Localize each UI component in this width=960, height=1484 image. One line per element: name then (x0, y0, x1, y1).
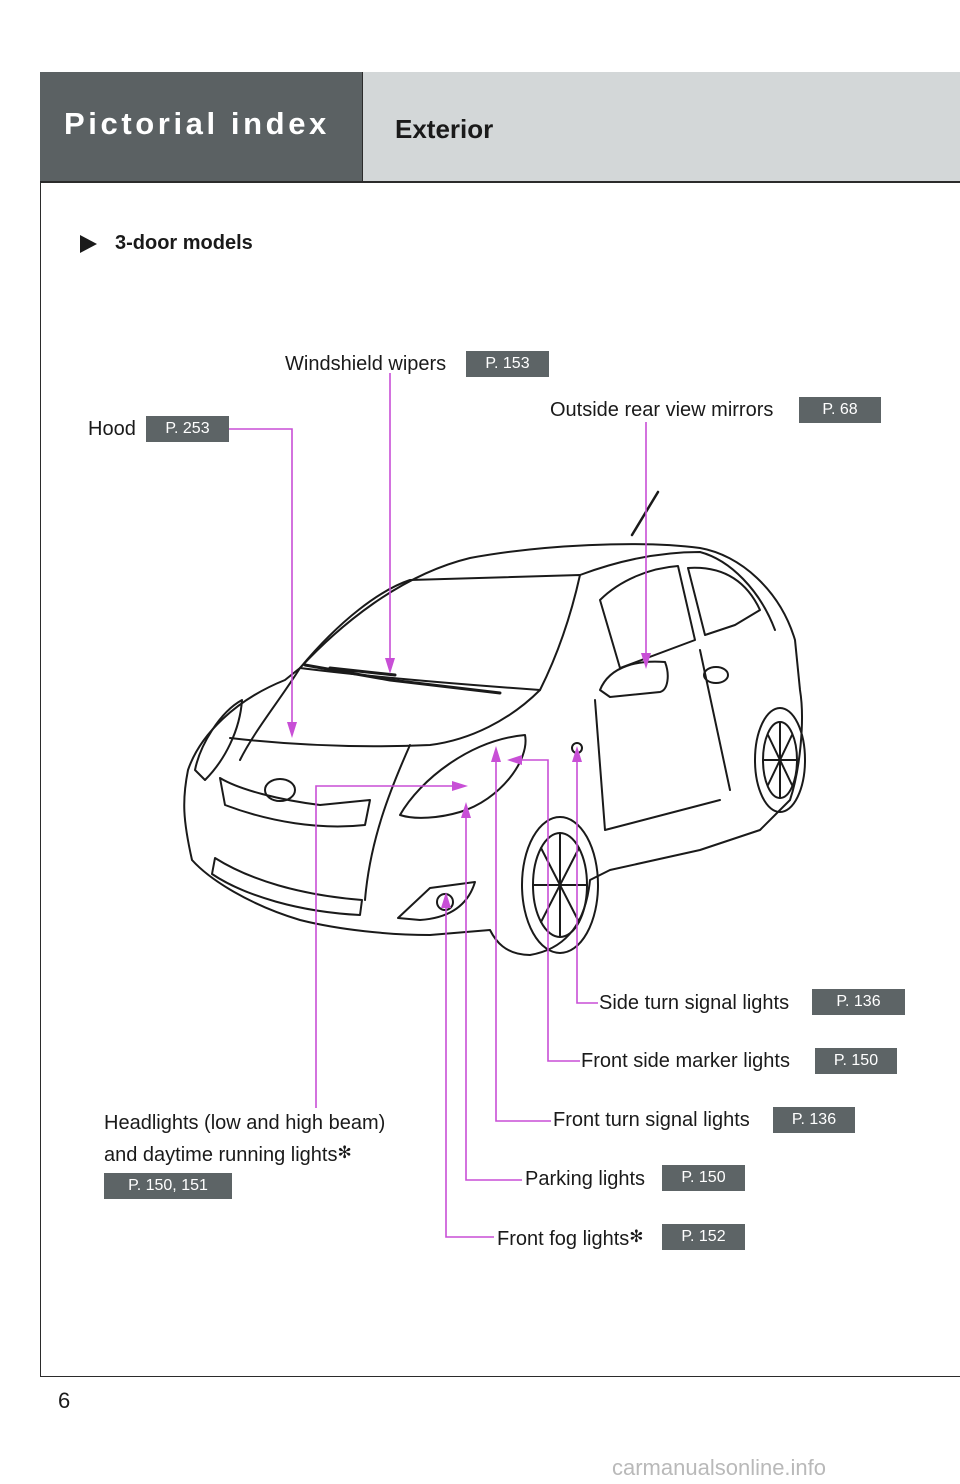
ref-headlights[interactable]: P. 150, 151 (104, 1173, 232, 1199)
leader-side-turn (576, 752, 598, 1004)
watermark: carmanualsonline.info (612, 1455, 827, 1480)
wiper (303, 663, 502, 695)
leader-fog (445, 900, 494, 1238)
hood-crease (364, 744, 411, 901)
leader-parking (465, 808, 522, 1181)
door-handle (703, 666, 729, 684)
ref-windshield-wipers[interactable]: P. 153 (466, 351, 549, 377)
subsection-label: 3-door models (115, 232, 253, 254)
ref-hood[interactable]: P. 253 (146, 416, 229, 442)
leader-headlights (315, 785, 462, 1108)
arrow-hood (287, 722, 297, 738)
front-spokes (532, 832, 588, 938)
page-header: Exterior (363, 72, 960, 182)
label-front-fog-lights: Front fog lights✻ (497, 1227, 644, 1251)
door-line (594, 649, 731, 831)
fog-light-housing (397, 881, 476, 921)
headlights-line2-text: and daytime running lights (104, 1144, 338, 1166)
ref-outside-mirrors[interactable]: P. 68 (799, 397, 881, 423)
side-window-rear (687, 566, 761, 636)
arrow-wipers (385, 658, 395, 674)
page-number: 6 (58, 1388, 71, 1413)
side-mirror (599, 660, 669, 698)
headlight (399, 734, 527, 819)
antenna (630, 490, 660, 537)
leader-front-turn (495, 752, 551, 1122)
label-side-turn-signal: Side turn signal lights (599, 992, 790, 1014)
label-front-turn-signal: Front turn signal lights (553, 1109, 750, 1131)
ref-side-turn-signal[interactable]: P. 136 (812, 989, 905, 1015)
arrow-headlights (452, 781, 468, 791)
side-window-front (599, 565, 696, 669)
subsection-heading: 3-door models (80, 232, 253, 255)
rear-window-frame (579, 551, 776, 631)
label-headlights-line1: Headlights (low and high beam) (104, 1112, 386, 1134)
fog-light (436, 893, 454, 911)
page-title: Exterior (395, 114, 494, 144)
asterisk-icon: ✻ (337, 1143, 352, 1162)
arrow-front-turn (491, 746, 501, 762)
section-header: Pictorial index (40, 72, 363, 182)
grille-lower (211, 857, 363, 916)
leader-hood (229, 428, 293, 735)
section-title: Pictorial index (64, 106, 330, 141)
label-headlights-line2: and daytime running lights✻ (104, 1143, 352, 1167)
ref-parking-lights[interactable]: P. 150 (662, 1165, 745, 1191)
arrow-mirrors (641, 653, 651, 669)
arrow-parking (461, 802, 471, 818)
arrow-side-marker (507, 755, 522, 765)
leader-side-marker (512, 759, 580, 1062)
label-hood: Hood (88, 418, 136, 440)
fog-label-text: Front fog lights (497, 1228, 630, 1250)
label-front-side-marker: Front side marker lights (581, 1050, 790, 1072)
rear-spokes (762, 721, 798, 799)
ref-front-turn-signal[interactable]: P. 136 (773, 1107, 855, 1133)
emblem (264, 778, 296, 802)
windshield (299, 574, 581, 691)
hood-line (229, 667, 541, 761)
label-parking-lights: Parking lights (525, 1168, 646, 1190)
car-body-outline (183, 543, 803, 956)
asterisk-icon: ✻ (629, 1227, 644, 1246)
arrow-side-turn (572, 746, 582, 762)
header-divider (40, 181, 960, 183)
ref-front-side-marker[interactable]: P. 150 (815, 1048, 897, 1074)
rear-tire (754, 707, 806, 813)
label-outside-mirrors: Outside rear view mirrors (550, 399, 774, 421)
label-windshield-wipers: Windshield wipers (285, 353, 447, 375)
ref-front-fog-lights[interactable]: P. 152 (662, 1224, 745, 1250)
triangle-bullet-icon (80, 234, 97, 253)
grille-upper (219, 777, 371, 828)
front-tire (521, 816, 599, 954)
arrow-fog (441, 892, 451, 908)
headlight-left (194, 699, 243, 781)
